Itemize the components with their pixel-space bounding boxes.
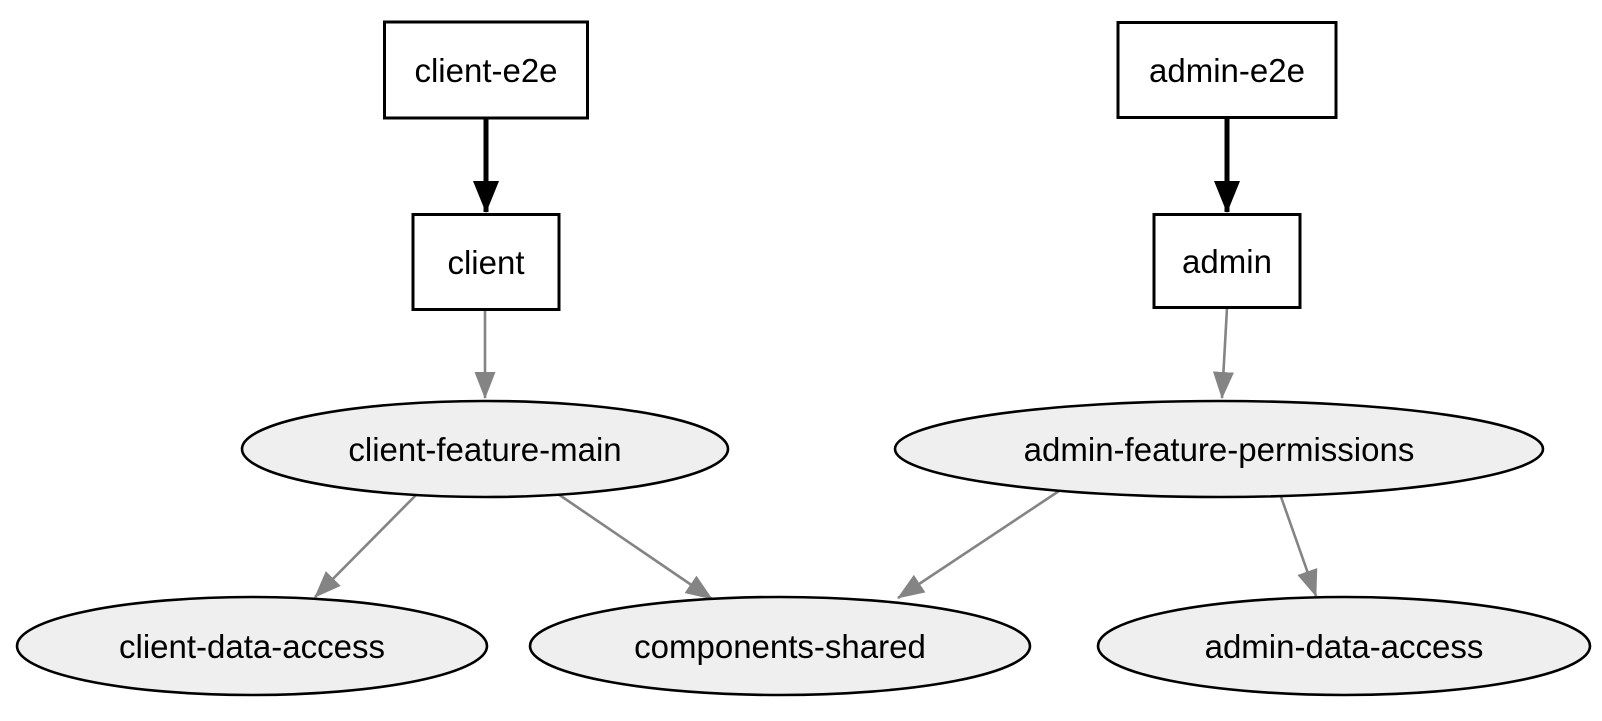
node-label-client-data-access: client-data-access [119, 628, 385, 665]
node-shape-client-data-access [15, 595, 489, 697]
graph-node-admin-data-access: admin-data-access [1096, 595, 1592, 697]
node-shape-admin-feature-permissions [893, 399, 1545, 499]
edge-client-feature-main-to-components-shared [557, 492, 713, 601]
edge-client-feature-main-to-client-data-access [314, 492, 419, 598]
graph-node-client-data-access: client-data-access [15, 595, 489, 697]
edge-admin-feature-permissions-to-components-shared [897, 487, 1063, 600]
node-shape-admin-data-access [1096, 595, 1592, 697]
edge-admin-to-admin-feature-permissions [1212, 307, 1234, 399]
node-shape-components-shared [528, 595, 1032, 697]
graph-node-client: client [411, 213, 561, 311]
node-shape-admin-e2e [1116, 21, 1338, 119]
node-label-admin-data-access: admin-data-access [1205, 628, 1484, 665]
graph-node-client-feature-main: client-feature-main [240, 399, 730, 499]
graph-node-admin-e2e: admin-e2e [1116, 21, 1338, 119]
nodes-layer: client-e2e client admin-e2e admin client-fea… [15, 20, 1592, 697]
node-shape-client [411, 213, 561, 311]
node-label-admin-feature-permissions: admin-feature-permissions [1024, 431, 1415, 468]
node-shape-client-feature-main [240, 399, 730, 499]
graph-node-client-e2e: client-e2e [383, 20, 589, 120]
node-label-client-e2e: client-e2e [414, 52, 557, 89]
node-label-client: client [447, 244, 524, 281]
graph-node-admin-feature-permissions: admin-feature-permissions [893, 399, 1545, 499]
edge-admin-feature-permissions-to-admin-data-access [1278, 493, 1318, 597]
node-label-components-shared: components-shared [634, 628, 926, 665]
node-shape-client-e2e [383, 20, 589, 120]
node-shape-admin [1152, 213, 1302, 309]
graph-node-admin: admin [1152, 213, 1302, 309]
node-label-admin: admin [1182, 243, 1272, 280]
graph-node-components-shared: components-shared [528, 595, 1032, 697]
edges-layer [314, 118, 1318, 601]
node-label-client-feature-main: client-feature-main [348, 431, 621, 468]
node-label-admin-e2e: admin-e2e [1149, 52, 1305, 89]
